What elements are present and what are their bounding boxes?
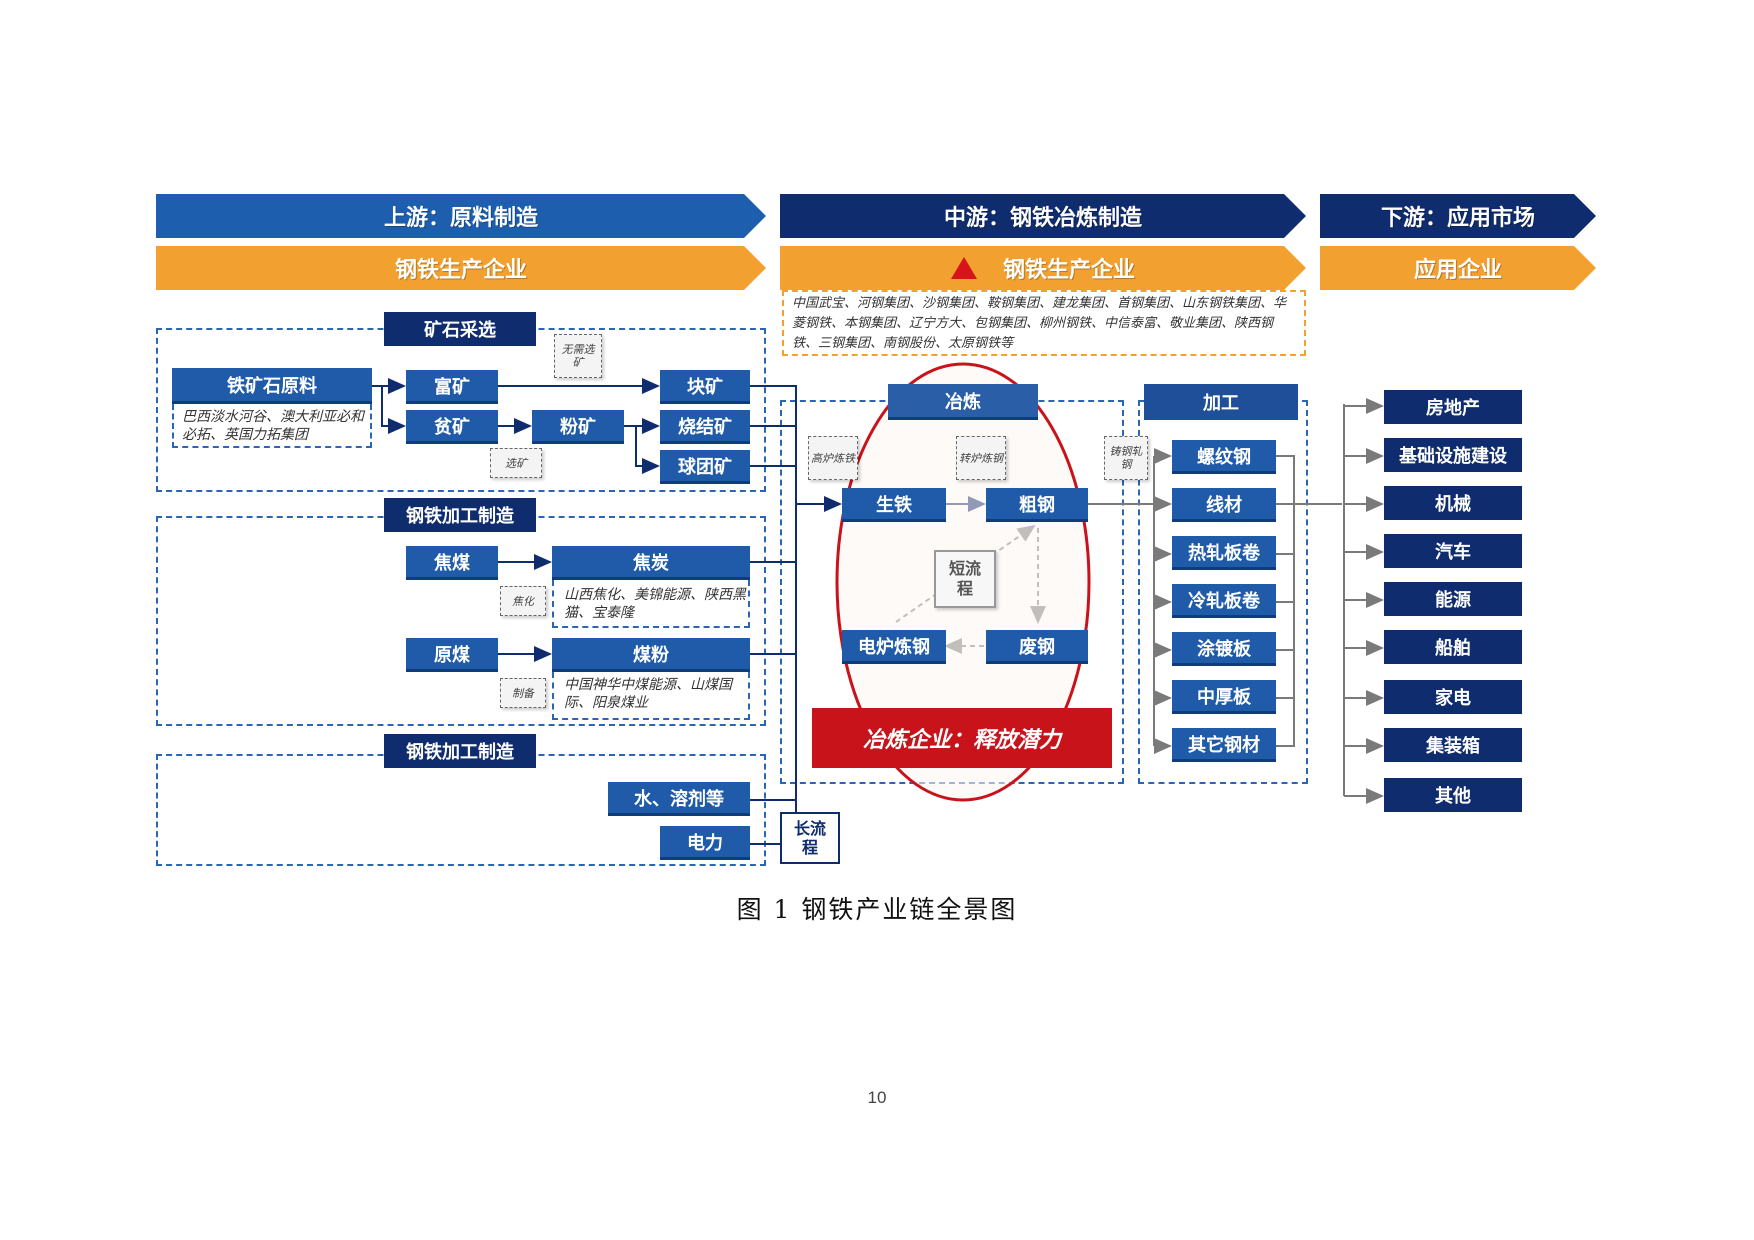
prepare-tag: 制备 [500,678,546,708]
product-coated: 涂镀板 [1172,632,1276,666]
iron-ore-note-container [172,404,372,448]
product-cold-rolled: 冷轧板卷 [1172,584,1276,618]
market-other: 其他 [1384,778,1522,812]
upstream-banner: 上游：原料制造 [156,194,766,238]
figure-caption: 图 1 钢铁产业链全景图 [736,895,1018,924]
converter-tag: 转炉炼钢 [956,436,1006,480]
no-dressing-tag: 无需选矿 [554,334,602,378]
downstream-banner: 下游：应用市场 [1320,194,1596,238]
market-machinery: 机械 [1384,486,1522,520]
pig-iron-box: 生铁 [842,488,946,522]
scrap-box: 废钢 [986,630,1088,664]
warning-triangle-icon [951,257,977,279]
product-plate: 中厚板 [1172,680,1276,714]
blast-furnace-tag: 高炉炼铁 [808,436,858,480]
ore-section-label: 矿石采选 [384,312,536,346]
crude-steel-box: 粗钢 [986,488,1088,522]
coal-note-container [552,672,750,720]
midstream-company-list: 中国武宝、河钢集团、沙钢集团、鞍钢集团、建龙集团、首钢集团、山东钢铁集团、华菱钢… [782,290,1306,356]
downstream-sub-title: 应用企业 [1413,258,1502,283]
midstream-title: 中游：钢铁冶炼制造 [943,206,1142,231]
product-rebar: 螺纹钢 [1172,440,1276,474]
market-real-estate: 房地产 [1384,390,1522,424]
iron-ore-box: 铁矿石原料 [172,368,372,404]
coke-note-container [552,580,750,628]
market-ship: 船舶 [1384,630,1522,664]
processing-section-label-1: 钢铁加工制造 [384,498,536,532]
downstream-title: 下游：应用市场 [1380,206,1535,231]
long-process-box: 长流程 [780,812,840,864]
water-box: 水、溶剂等 [608,782,750,816]
powder-ore-box: 粉矿 [532,410,624,444]
pellet-ore-box: 球团矿 [660,450,750,484]
smelting-title-box: 冶炼 [888,384,1038,420]
processing-section-label-2: 钢铁加工制造 [384,734,536,768]
product-other: 其它钢材 [1172,728,1276,762]
coking-coal-box: 焦煤 [406,546,498,580]
casting-tag: 铸钢轧钢 [1104,436,1148,480]
page-number: 10 [867,1088,887,1107]
market-container: 集装箱 [1384,728,1522,762]
midstream-sub-banner: 钢铁生产企业 [780,246,1306,290]
power-box: 电力 [660,826,750,860]
upstream-sub-title: 钢铁生产企业 [394,258,527,283]
short-process-box: 短流程 [934,550,996,608]
lump-ore-box: 块矿 [660,370,750,404]
coal-note: 中国神华中煤能源、山煤国际、阳泉煤业 [564,677,732,711]
raw-coal-box: 原煤 [406,638,498,672]
market-appliance: 家电 [1384,680,1522,714]
rich-ore-box: 富矿 [406,370,498,404]
coke-box: 焦炭 [552,546,750,580]
iron-ore-note: 巴西淡水河谷、澳大利亚必和必拓、英国力拓集团 [182,409,364,443]
coking-tag: 焦化 [500,586,546,616]
market-auto: 汽车 [1384,534,1522,568]
market-infrastructure: 基础设施建设 [1384,438,1522,472]
midstream-sub-title: 钢铁生产企业 [1002,258,1135,283]
downstream-sub-banner: 应用企业 [1320,246,1596,290]
coal-powder-box: 煤粉 [552,638,750,672]
upstream-sub-banner: 钢铁生产企业 [156,246,766,290]
market-energy: 能源 [1384,582,1522,616]
product-hot-rolled: 热轧板卷 [1172,536,1276,570]
eaf-box: 电炉炼钢 [842,630,946,664]
lean-ore-box: 贫矿 [406,410,498,444]
dressing-tag: 选矿 [490,448,542,478]
processing-title-box: 加工 [1144,384,1298,420]
upstream-title: 上游：原料制造 [383,206,538,231]
smelting-highlight-box: 冶炼企业：释放潜力 [812,708,1112,768]
coke-note: 山西焦化、美锦能源、陕西黑猫、宝泰隆 [564,587,746,621]
sinter-ore-box: 烧结矿 [660,410,750,444]
product-wire-rod: 线材 [1172,488,1276,522]
midstream-banner: 中游：钢铁冶炼制造 [780,194,1306,238]
